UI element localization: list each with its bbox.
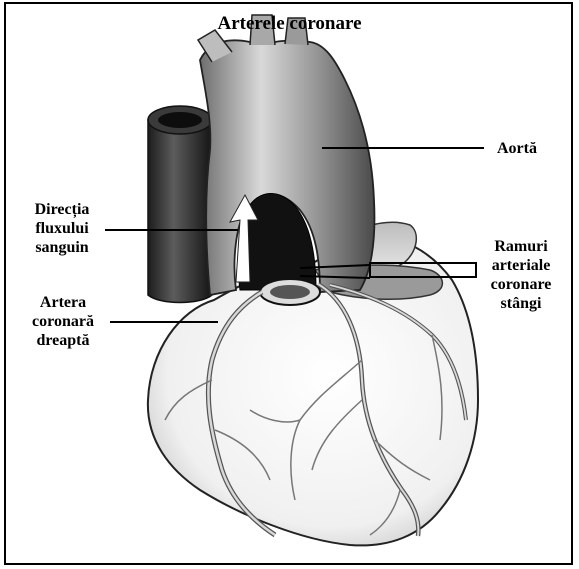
vena-cava <box>148 120 212 303</box>
label-blood-flow-line1: Direcția <box>20 200 104 219</box>
label-left-branches-line2: arteriale <box>478 256 564 275</box>
label-right-coronary-artery: Artera coronară dreaptă <box>20 293 106 350</box>
label-left-branches-line1: Ramuri <box>478 237 564 256</box>
label-left-branches-line3: coronare <box>478 275 564 294</box>
label-blood-flow-direction: Direcția fluxului sanguin <box>20 200 104 257</box>
label-left-coronary-branches: Ramuri arteriale coronare stângi <box>478 237 564 313</box>
label-blood-flow-line2: fluxului <box>20 219 104 238</box>
label-right-coronary-line2: coronară <box>20 312 106 331</box>
label-left-branches-line4: stângi <box>478 294 564 313</box>
label-blood-flow-line3: sanguin <box>20 238 104 257</box>
figure-title: Arterele coronare <box>0 14 579 33</box>
label-right-coronary-line3: dreaptă <box>20 331 106 350</box>
label-right-coronary-line1: Artera <box>20 293 106 312</box>
label-aorta: Aortă <box>497 139 537 158</box>
